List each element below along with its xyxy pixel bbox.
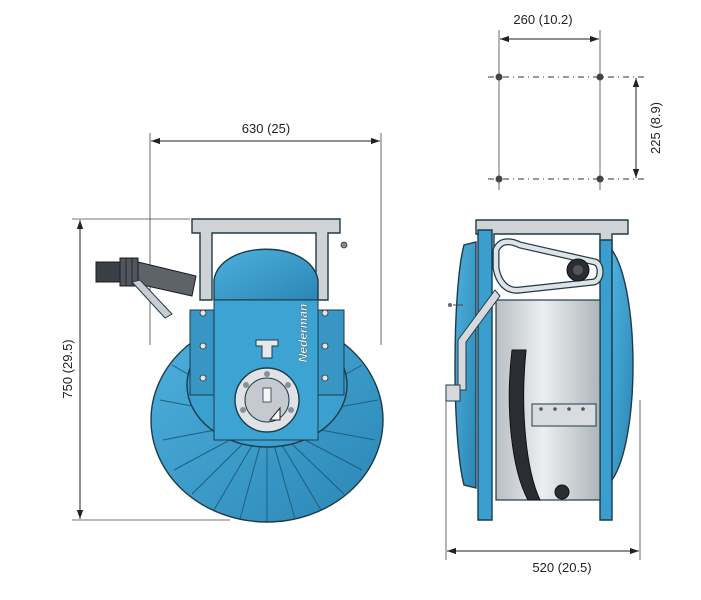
brand-logo-text: Nederman — [296, 304, 310, 363]
side-depth-label: 520 (20.5) — [532, 560, 591, 575]
front-width-dimension: 630 (25) — [149, 121, 382, 345]
mount-width-label: 260 (10.2) — [513, 12, 572, 27]
front-reel: Nederman — [150, 248, 384, 523]
front-bracket — [191, 218, 348, 301]
side-view: 520 (20.5) — [445, 219, 641, 575]
side-depth-dimension: 520 (20.5) — [445, 400, 641, 575]
mount-hole-pattern: 260 (10.2) 225 (8.9) — [488, 12, 663, 190]
front-bolts — [199, 309, 329, 382]
mount-height-label: 225 (8.9) — [648, 102, 663, 154]
front-width-label: 630 (25) — [242, 121, 290, 136]
front-height-dimension: 750 (29.5) — [60, 218, 230, 521]
inlet-hose — [95, 257, 197, 319]
front-height-label: 750 (29.5) — [60, 339, 75, 398]
front-view: 630 (25) 750 (29.5) — [60, 121, 384, 523]
